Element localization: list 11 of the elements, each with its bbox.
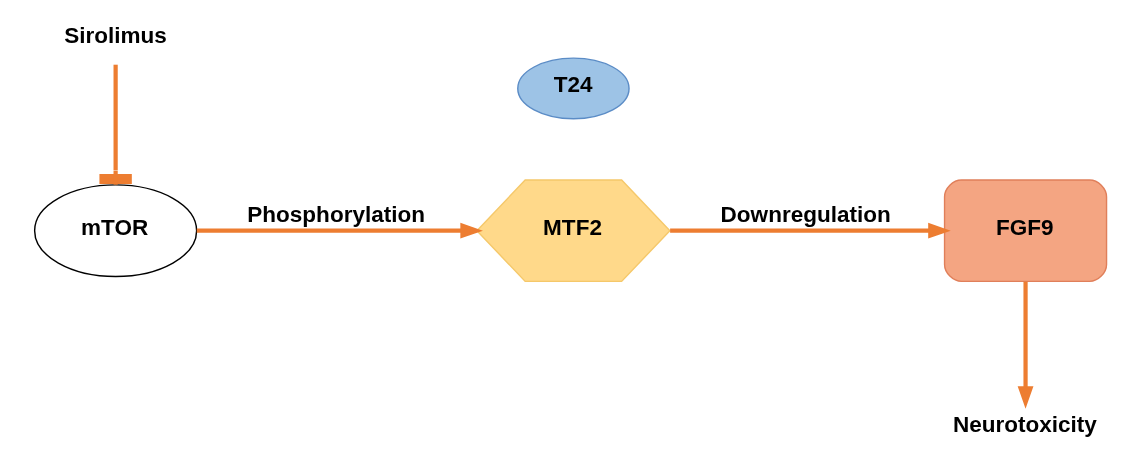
- node-box: FGF9: [943, 179, 1108, 283]
- connector: [99, 64, 132, 185]
- arrow: [1017, 281, 1034, 409]
- node-ellipse: T24: [517, 57, 630, 120]
- node-ellipse: mTOR: [33, 184, 198, 278]
- node-text: Neurotoxicity: [953, 411, 1097, 437]
- node-text: Sirolimus: [64, 23, 167, 49]
- edge-label: Phosphorylation: [247, 201, 425, 227]
- arrow: [670, 222, 951, 239]
- arrow: [196, 222, 483, 239]
- edge-label: Downregulation: [720, 201, 891, 227]
